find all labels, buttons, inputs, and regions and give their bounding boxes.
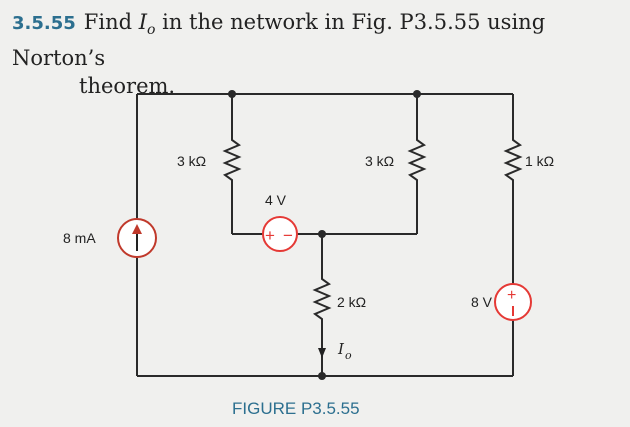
problem-statement: 3.5.55 Find Io in the network in Fig. P3.… xyxy=(12,8,622,100)
label-current-source: 8 mA xyxy=(63,230,96,246)
problem-text-post: in the network in Fig. P3.5.55 using Nor… xyxy=(12,10,546,71)
junction-top-right xyxy=(413,90,421,98)
label-io-sub: o xyxy=(345,349,352,362)
label-io-var: I xyxy=(337,340,345,358)
label-r-bottom: 2 kΩ xyxy=(337,294,366,310)
problem-text-pre: Find xyxy=(83,10,139,34)
resistor-bottom-zigzag xyxy=(312,275,332,322)
current-source-icon xyxy=(117,218,157,258)
vs8-plus: + xyxy=(507,287,516,304)
io-arrow-icon xyxy=(318,348,326,358)
label-8v: 8 V xyxy=(471,294,493,310)
junction-middle xyxy=(318,230,326,238)
junction-top-left xyxy=(228,90,236,98)
voltage-source-4v-icon xyxy=(262,216,298,252)
resistor-right-zigzag xyxy=(503,137,523,183)
figure-caption: FIGURE P3.5.55 xyxy=(232,399,360,418)
problem-number: 3.5.55 xyxy=(12,13,76,34)
resistor-left-zigzag xyxy=(222,137,242,183)
current-sub: o xyxy=(147,22,156,39)
vs4-plus: + xyxy=(265,226,275,245)
label-r-mid: 3 kΩ xyxy=(365,153,394,169)
label-r-left: 3 kΩ xyxy=(177,153,206,169)
wires xyxy=(136,93,523,377)
junctions xyxy=(228,90,421,380)
current-var: I xyxy=(138,10,148,34)
voltage-source-8v-icon xyxy=(494,283,532,321)
junction-bottom xyxy=(318,372,326,380)
label-4v: 4 V xyxy=(265,192,287,208)
label-r-right: 1 kΩ xyxy=(525,153,554,169)
resistor-mid-zigzag xyxy=(407,137,427,183)
vs4-minus: − xyxy=(283,226,293,245)
